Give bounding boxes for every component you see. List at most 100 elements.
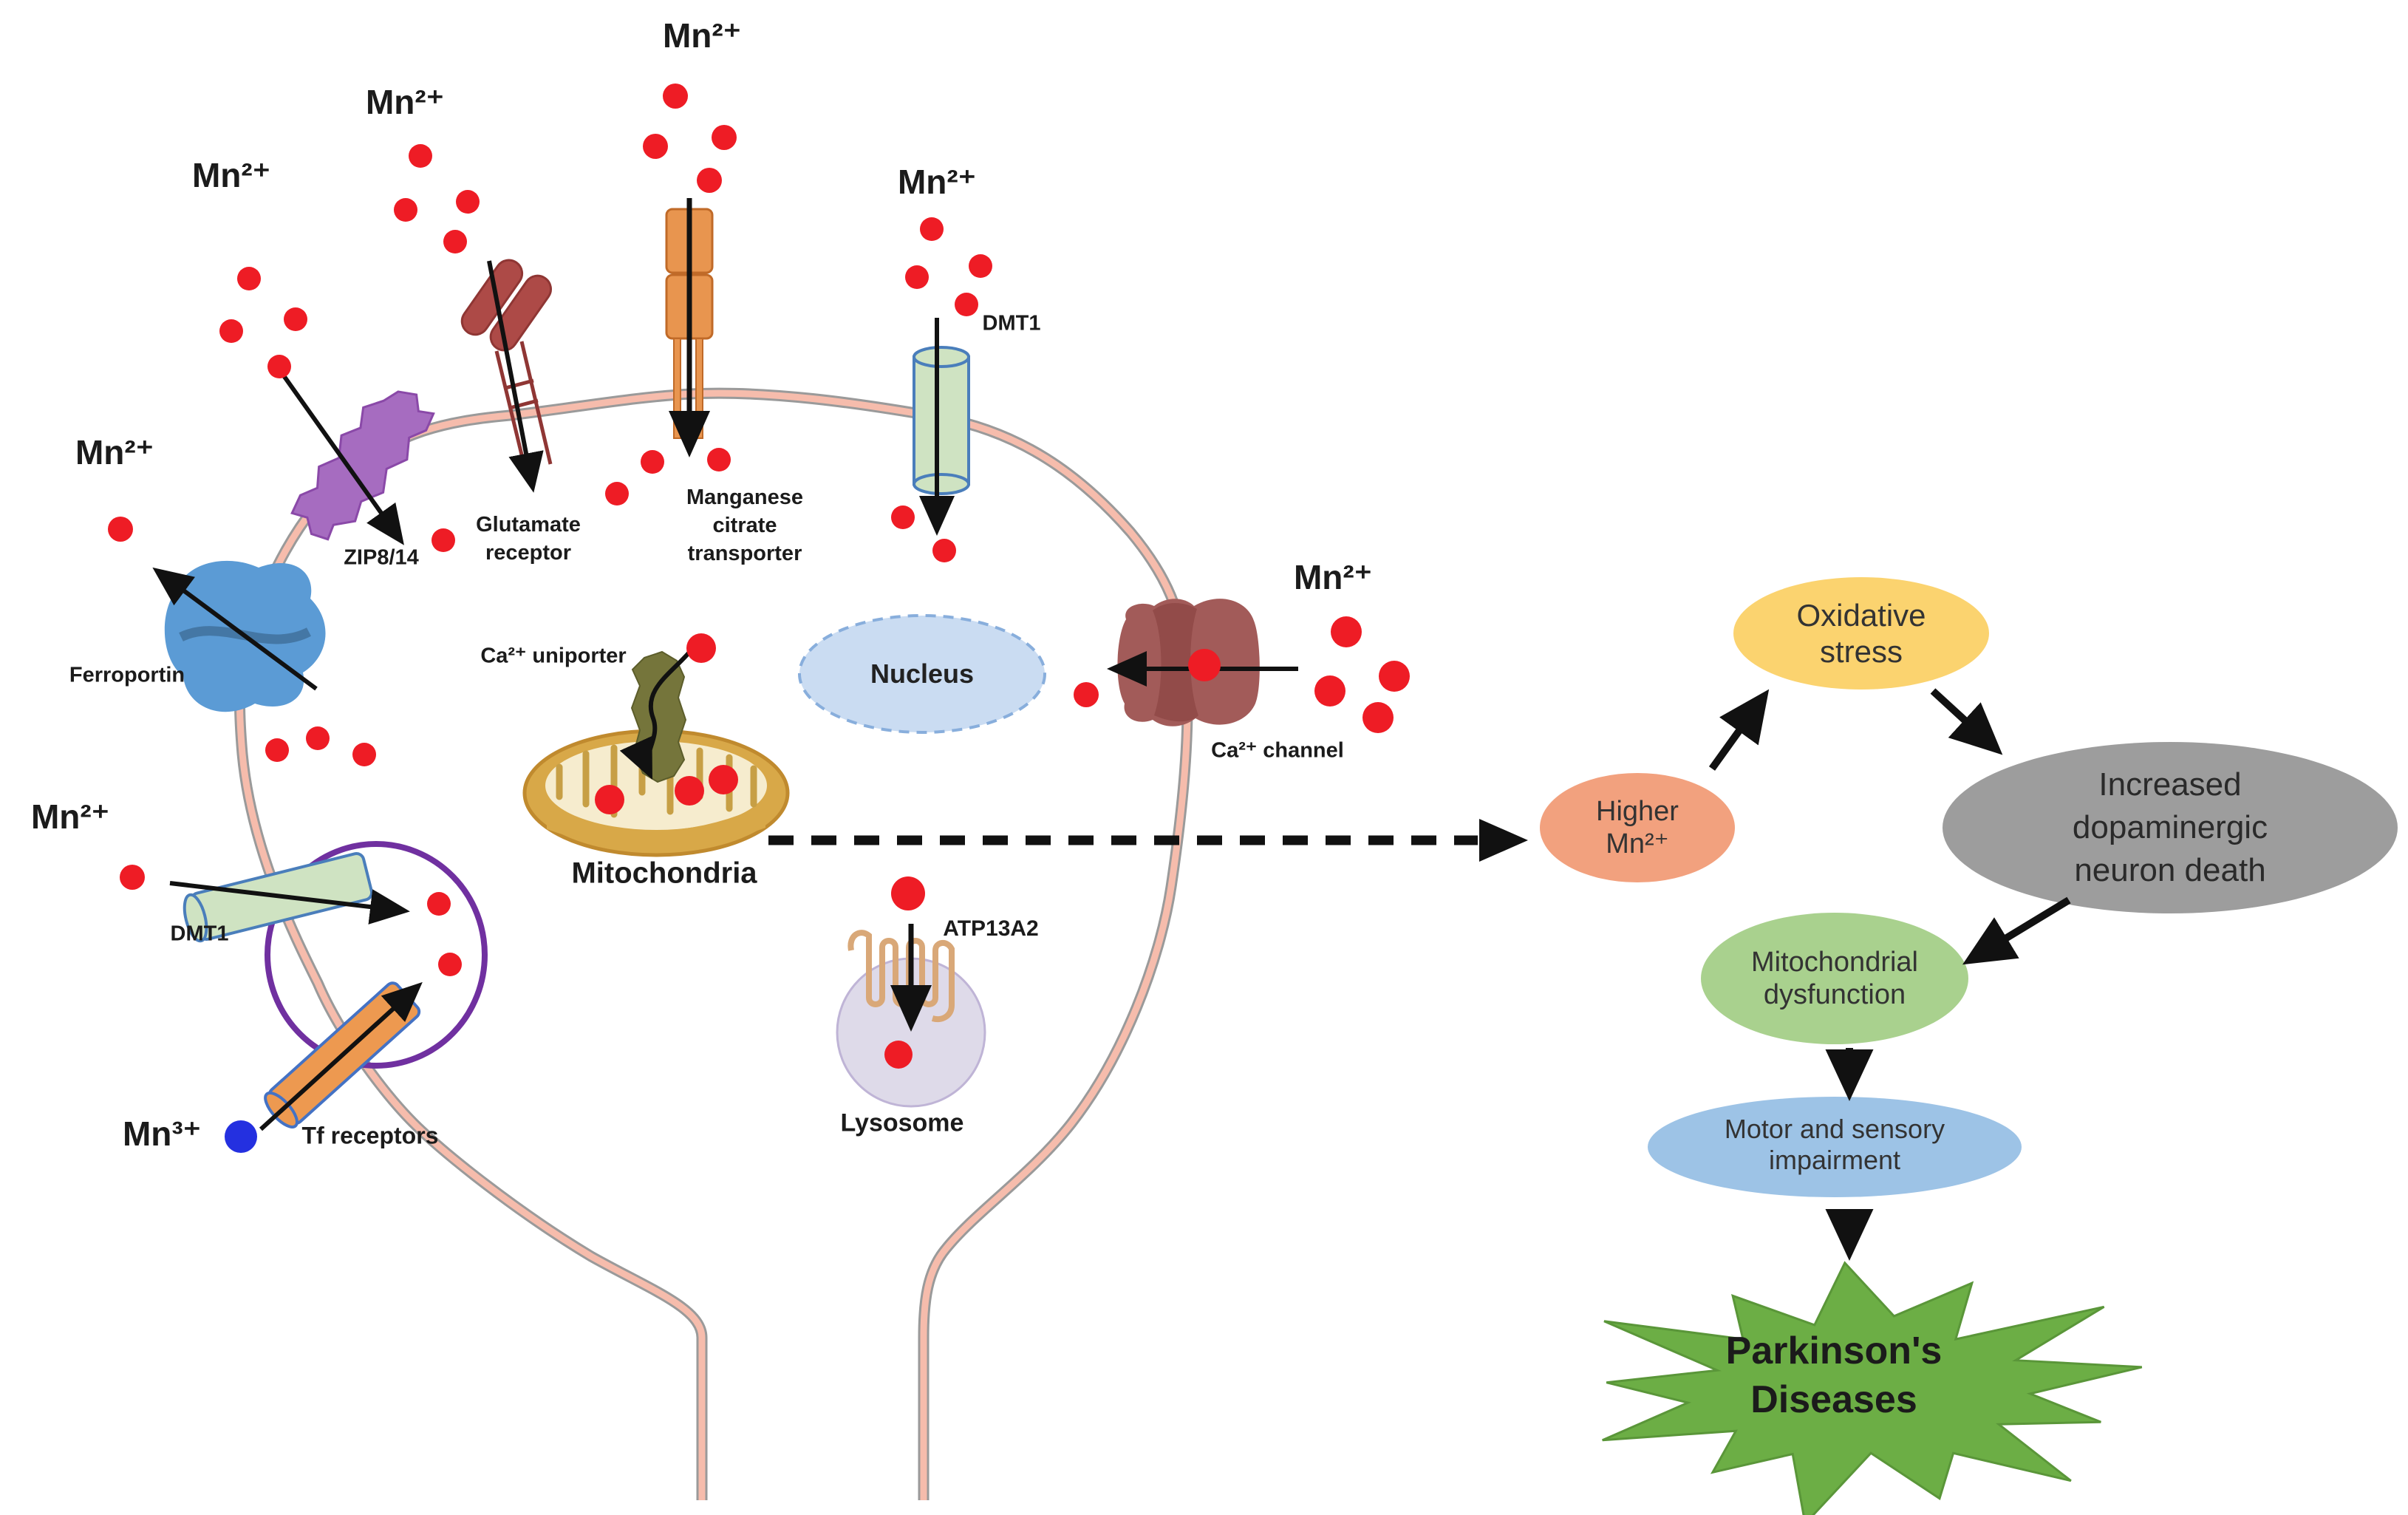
mn2-ion-dot	[595, 785, 624, 814]
mn2-ion-dot	[1188, 649, 1221, 681]
dmt1-top-body	[913, 355, 970, 486]
glutamate-receptor-shape	[460, 259, 553, 474]
mn2-ion-dot	[884, 1041, 913, 1069]
mn2-ion-dot	[267, 355, 291, 378]
mn2-ion-dot	[712, 125, 737, 150]
mn2-ion-dot	[955, 293, 978, 316]
mct-label-line1: Manganese	[686, 486, 803, 509]
dmt1-left-label: DMT1	[170, 922, 229, 946]
mn2-ion-dot	[394, 198, 417, 222]
motor-sensory-node-label: Motor and sensory impairment	[1725, 1114, 1945, 1176]
dashed-arrowhead	[1479, 819, 1528, 862]
mn3-label: Mn³⁺	[122, 1114, 202, 1153]
zip814-transporter	[290, 390, 435, 541]
higher-mn-line1: Higher	[1596, 796, 1679, 827]
node-oxidative-stress	[1733, 577, 1989, 690]
mn2-ion-dot	[707, 448, 731, 471]
mn2-ion-dot	[409, 144, 432, 168]
mn2-ion-dot	[605, 482, 629, 505]
mn2-label-topleft: Mn²⁺	[191, 156, 271, 194]
lysosome-label: Lysosome	[840, 1109, 964, 1137]
glutamate-arrow	[487, 260, 544, 493]
motor-sensory-line1: Motor and sensory	[1724, 1114, 1945, 1144]
mn2-ion-dot	[641, 450, 664, 474]
mct-label-line2: citrate	[712, 514, 777, 537]
zip814-arrow	[277, 368, 404, 545]
mn2-ion-dot	[120, 865, 145, 890]
node-mitochondrial-dysfunction	[1701, 913, 1968, 1044]
dashed-link-arrow	[768, 819, 1528, 862]
mn2-ion-dot	[643, 134, 668, 159]
mn2-ion-dot	[663, 84, 688, 109]
mn2-ion-dot	[709, 765, 738, 794]
mn2-ion-dot	[969, 254, 992, 278]
parkinsons-line1: Parkinson's	[1725, 1330, 1943, 1372]
mn2-label-bottomleft: Mn²⁺	[30, 797, 110, 836]
mn2-ion-dot	[443, 230, 467, 253]
motor-sensory-line2: impairment	[1768, 1145, 1901, 1175]
mn2-ion-dot	[1074, 682, 1099, 707]
higher-mn-line2: Mn²⁺	[1606, 828, 1669, 859]
mn2-ion-dot	[1379, 661, 1410, 692]
mn2-label-cachannel: Mn²⁺	[1293, 558, 1373, 596]
glutamate-receptor-label: Glutamate receptor	[476, 511, 581, 567]
mn2-label-farleft: Mn²⁺	[75, 433, 154, 471]
nucleus-shape	[798, 614, 1046, 734]
arrow-death-to-mito	[1962, 896, 2071, 965]
neuron-death-line2: dopaminergic	[2072, 809, 2268, 845]
mn2-label-dmt1: Mn²⁺	[897, 163, 977, 201]
mct-leg-right	[695, 338, 703, 439]
mn2-ion-dot	[686, 633, 716, 663]
ion-dots-layer	[108, 84, 1410, 1153]
atp13a2-label: ATP13A2	[943, 916, 1039, 941]
mitochondria-label: Mitochondria	[571, 857, 757, 890]
mn2-ion-dot	[306, 726, 330, 750]
arrow-higher-to-oxidative	[1708, 689, 1770, 771]
mn2-ion-dot	[432, 528, 455, 552]
mitochondria-bottom-band	[547, 804, 765, 849]
tf-receptors-label: Tf receptors	[301, 1122, 439, 1149]
endosome-shape	[265, 841, 488, 1069]
mito-dysfunction-line1: Mitochondrial	[1751, 947, 1918, 978]
ca-uniporter-shape	[630, 650, 687, 783]
node-parkinsons-starburst	[1602, 1261, 2143, 1515]
mn2-ion-dot	[1331, 616, 1362, 647]
mn2-ion-dot	[456, 190, 480, 214]
mn2-ion-dot	[932, 539, 956, 562]
glutamate-lobe-left	[460, 259, 524, 336]
mn2-ion-dot	[905, 265, 929, 289]
node-neuron-death	[1943, 742, 2398, 913]
mn2-ion-dot	[219, 319, 243, 343]
dmt1-top-label: DMT1	[982, 311, 1041, 336]
ca-uniporter-label: Ca²⁺ uniporter	[480, 644, 627, 668]
mn2-ion-dot	[284, 307, 307, 331]
mn2-ion-dot	[438, 953, 462, 976]
mito-dysfunction-line2: dysfunction	[1763, 979, 1906, 1010]
oxidative-line1: Oxidative	[1796, 598, 1926, 633]
parkinsons-node-label: Parkinson's Diseases	[1726, 1327, 1943, 1424]
mn2-ion-dot	[1362, 702, 1394, 733]
nucleus-label: Nucleus	[870, 658, 975, 689]
mct-label-line3: transporter	[687, 542, 802, 565]
zip814-label: ZIP8/14	[344, 545, 419, 570]
mn3-ion-dot	[225, 1120, 257, 1153]
mn2-label-glutamate: Mn²⁺	[365, 83, 445, 121]
mct-label: Manganese citrate transporter	[686, 483, 803, 568]
node-higher-mn	[1540, 773, 1735, 882]
ca-channel-pore	[1153, 602, 1198, 722]
neuron-death-line3: neuron death	[2074, 852, 2266, 888]
dmt1-left-arrow	[169, 881, 410, 925]
mn2-ion-dot	[675, 776, 704, 806]
neuron-death-line1: Increased	[2098, 766, 2242, 803]
glutamate-lobe-right	[489, 274, 552, 352]
dmt1-top-cap	[913, 346, 970, 368]
dmt1-left-cap	[183, 893, 208, 943]
mn2-ion-dot	[237, 267, 261, 290]
flowchart-arrows	[1708, 688, 2071, 1262]
oxidative-node-label: Oxidative stress	[1796, 597, 1926, 670]
parkinsons-line2: Diseases	[1750, 1378, 1917, 1421]
mct-leg-left	[673, 338, 681, 439]
mn2-ion-dot	[920, 217, 944, 241]
mn2-ion-dot	[891, 505, 915, 529]
